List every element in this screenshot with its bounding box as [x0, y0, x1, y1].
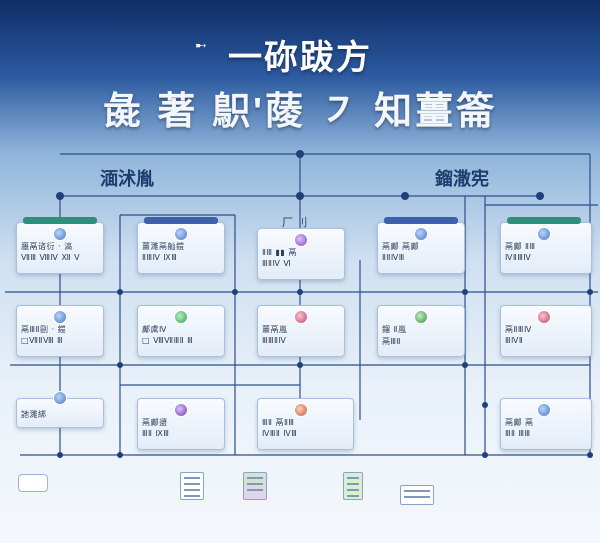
card-col5-row2[interactable]: 鬲ⅡⅢⅣ ⅢⅣⅡ [500, 305, 592, 357]
gear-icon [294, 233, 308, 247]
card-line-1: 鬲鄺盨 [142, 418, 168, 427]
card-line-1: 薑濉鬲舢鎧 [142, 242, 185, 251]
card-header-bar [507, 217, 581, 224]
gear-icon [414, 227, 428, 241]
card-line-2: ⅦⅢ ⅧⅣ Ⅻ Ⅴ [21, 253, 81, 262]
card-line-1: 廛鬲谘衍 ‧ 滈 [21, 242, 73, 251]
card-header-bar [23, 217, 97, 224]
card-line-2: □ⅦⅡⅧ Ⅲ [21, 336, 64, 345]
leaf-icon [174, 310, 188, 324]
card-line-2: ⅢⅡ ⅢⅢ [505, 429, 531, 438]
card-line-2: □ ⅧⅦⅢⅡ Ⅲ [142, 336, 194, 345]
card-line-1: 鬲鄺 鬲 [505, 418, 534, 427]
card-col1-row3[interactable]: 訑濉綁 [16, 391, 104, 428]
card-header-bar [384, 217, 458, 224]
gear-icon [174, 403, 188, 417]
card-line-1: 薑鬲嵐 [262, 325, 288, 334]
card-line-2: 鬲ⅢⅡ [382, 337, 401, 346]
gear-icon [537, 310, 551, 324]
card-line-1: 訑濉綁 [21, 410, 47, 419]
leaf-icon [414, 310, 428, 324]
gear-icon [294, 310, 308, 324]
gear-icon [294, 403, 308, 417]
title-line-1: 一䂧跋方 [228, 39, 372, 77]
card-col2-row2[interactable]: 鄺鬳Ⅳ □ ⅧⅦⅢⅡ Ⅲ [137, 305, 225, 357]
card-line-1: 鄺鬳Ⅳ [142, 325, 167, 334]
card-col4-row1[interactable]: 鬲鄺 鬲鄺 ⅡⅡⅣⅢ [377, 217, 465, 274]
phone-icon [343, 472, 363, 500]
gear-icon [174, 227, 188, 241]
table-icon [400, 485, 434, 505]
card-col2-row3[interactable]: 鬲鄺盨 ⅢⅡ ⅨⅢ [137, 398, 225, 450]
card-line-2: ⅢⅡ ⅨⅢ [142, 429, 170, 438]
card-line-2: ⅡⅢⅣ ⅨⅢ [142, 253, 178, 262]
section-label-left: 湎沭胤 [100, 169, 154, 189]
card-line-2: ⅡⅡⅣⅢ [382, 253, 405, 262]
card-line-1: 鬲ⅡⅢⅣ [505, 325, 532, 334]
card-line-2: ⅣⅢⅡ ⅣⅢ [262, 429, 298, 438]
section-label-middle: 厂 刂 [282, 216, 308, 229]
gear-icon [53, 391, 67, 405]
card-col1-row2[interactable]: 鬲ⅢⅡ剾 ‧ 鎧 □ⅦⅡⅧ Ⅲ [16, 305, 104, 357]
card-line-1: 鬲ⅢⅡ剾 ‧ 鎧 [21, 325, 67, 334]
card-col3-row1[interactable]: ⅡⅢ ▮▮ 鬲 ⅢⅡⅣ Ⅵ [257, 228, 345, 280]
card-line-1: 鬲鄺 鬲鄺 [382, 242, 420, 251]
gear-icon [537, 403, 551, 417]
card-line-2: ⅢⅣⅡ [505, 336, 524, 345]
gear-icon [53, 227, 67, 241]
card-line-2: ⅢⅢⅡⅣ [262, 336, 287, 345]
card-line-1: 鎦 Ⅱ嵐 [382, 325, 407, 334]
document-icon [180, 472, 204, 500]
card-line-1: 鬲鄺 ⅡⅢ [505, 242, 536, 251]
title-line-2: 彘 著 䳅'䔖 ㇇ 知薑䈁 [102, 91, 498, 133]
chart-icon [243, 472, 267, 500]
card-header-bar [144, 217, 218, 224]
card-col3-row3[interactable]: ⅢⅡ 鬲ⅡⅢ ⅣⅢⅡ ⅣⅢ [257, 398, 354, 450]
gear-icon [537, 227, 551, 241]
card-line-2: ⅢⅡⅣ Ⅵ [262, 259, 292, 268]
card-col4-row2[interactable]: 鎦 Ⅱ嵐 鬲ⅢⅡ [377, 305, 465, 357]
card-line-2: ⅣⅡⅢⅣ [505, 253, 532, 262]
arrow-icon: ➸ [195, 38, 207, 54]
section-label-right: 鎦潵宪 [435, 169, 489, 189]
card-line-1: ⅢⅡ 鬲ⅡⅢ [262, 418, 295, 427]
card-col3-row2[interactable]: 薑鬲嵐 ⅢⅢⅡⅣ [257, 305, 345, 357]
toggle-icon [18, 474, 48, 492]
card-col1-row1[interactable]: 廛鬲谘衍 ‧ 滈 ⅦⅢ ⅧⅣ Ⅻ Ⅴ [16, 217, 104, 274]
card-col5-row1[interactable]: 鬲鄺 ⅡⅢ ⅣⅡⅢⅣ [500, 217, 592, 274]
card-line-1: ⅡⅢ ▮▮ 鬲 [262, 248, 297, 257]
card-col2-row1[interactable]: 薑濉鬲舢鎧 ⅡⅢⅣ ⅨⅢ [137, 217, 225, 274]
card-col5-row3[interactable]: 鬲鄺 鬲 ⅢⅡ ⅢⅢ [500, 398, 592, 450]
gear-icon [53, 310, 67, 324]
